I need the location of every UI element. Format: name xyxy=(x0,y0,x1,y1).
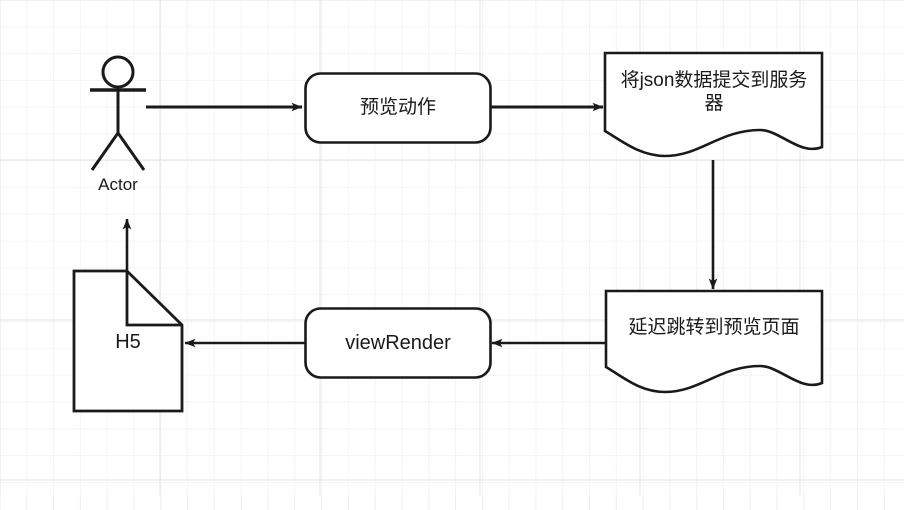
canvas-bottom-ruler-strip xyxy=(0,495,904,510)
node-actor[interactable] xyxy=(90,55,146,171)
actor-left-leg-icon xyxy=(90,132,120,171)
h5-page-fold-icon xyxy=(125,271,182,327)
h5-page-outline xyxy=(72,269,184,413)
node-h5-page[interactable] xyxy=(72,269,184,413)
node-delay-jump[interactable] xyxy=(604,289,824,394)
actor-right-leg-icon xyxy=(116,132,146,171)
actor-head-icon xyxy=(101,55,135,89)
node-preview-action[interactable] xyxy=(304,72,492,144)
node-view-render[interactable] xyxy=(304,307,492,379)
node-submit-json[interactable] xyxy=(603,51,824,158)
